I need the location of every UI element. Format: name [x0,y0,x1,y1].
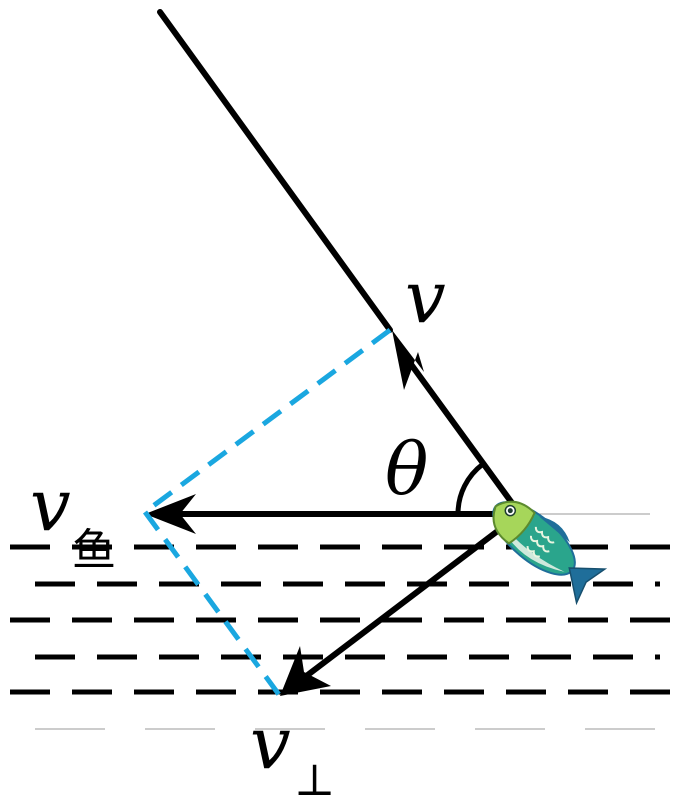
label-v-perp-base: v [250,701,291,785]
vector-v-perp-arrowhead [280,646,331,696]
dashed-line-bottom [142,510,283,698]
thin-water-lines [35,513,660,730]
vector-v-fish-arrowhead [145,494,196,534]
angle-theta-arc [455,461,485,515]
vector-v-perp [280,511,522,696]
label-v: v [405,255,446,339]
fish-icon [492,500,608,606]
label-v-fish-base: v [30,463,71,547]
vector-v [392,330,523,516]
label-theta: θ [385,427,428,511]
label-v-fish-sub: 鱼 [72,525,116,576]
vector-v-arrowhead [392,330,424,390]
dashed-components [142,327,392,698]
vector-v-perp-shaft [303,511,522,680]
label-v-perp-sub: ⊥ [294,755,335,804]
water-lines [10,544,685,695]
direction-line [157,9,393,333]
vector-v-shaft [402,354,523,516]
dashed-line-top [143,327,392,515]
vector-v-fish [145,494,520,534]
